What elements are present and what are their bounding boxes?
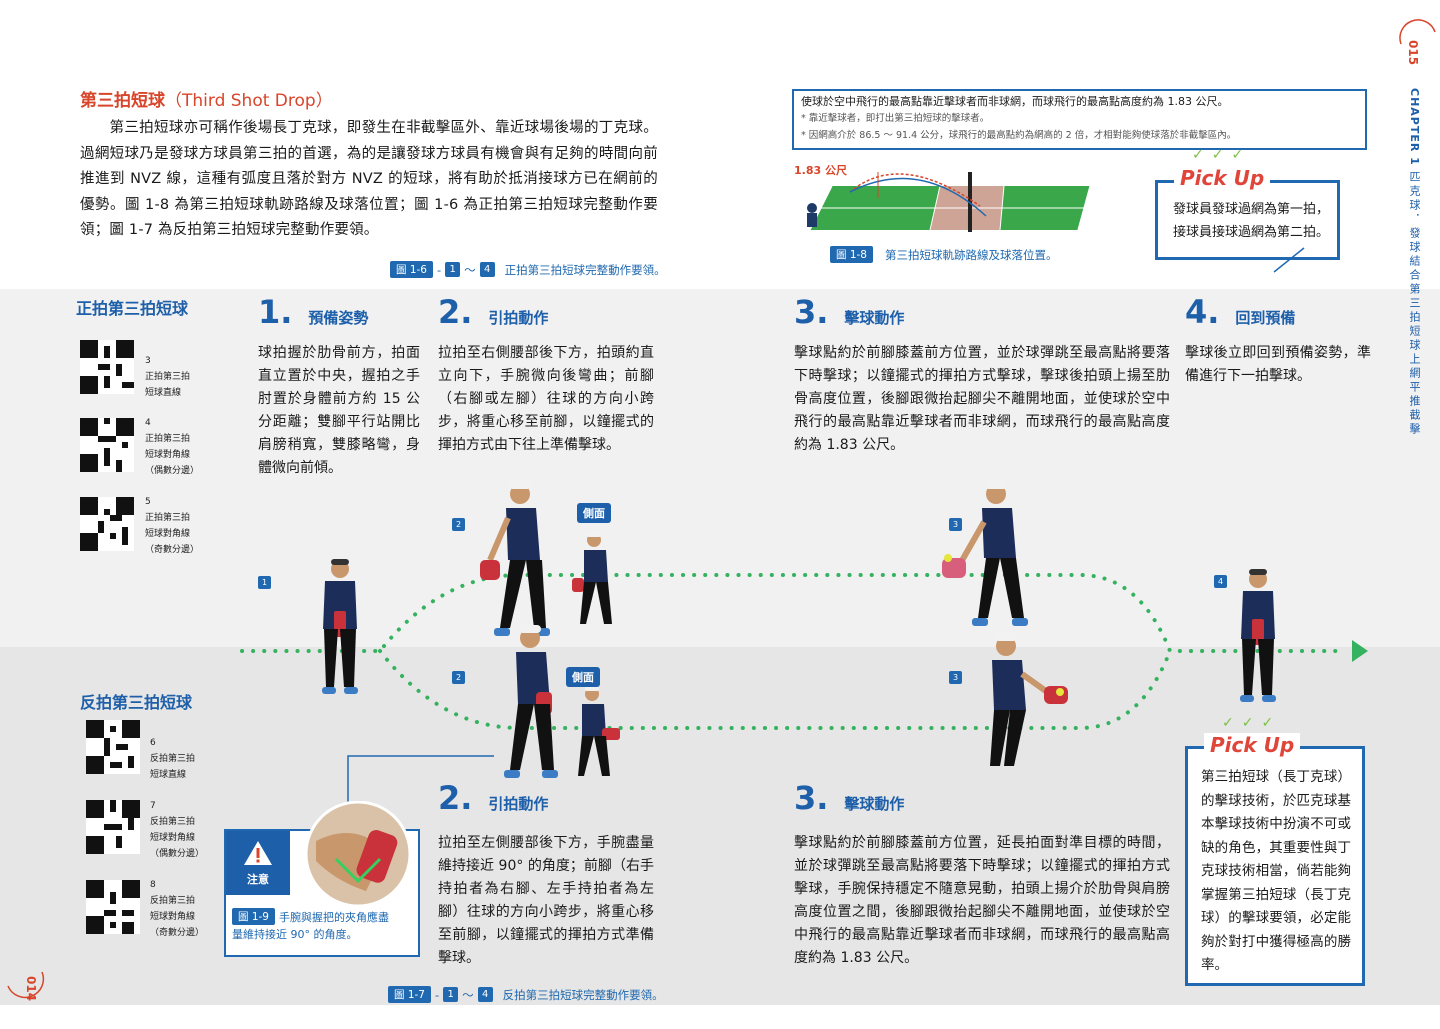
page-number-right: 015 (1406, 40, 1420, 66)
player-fh-side-photo (572, 532, 612, 624)
pickup2-title: Pick Up (1204, 733, 1301, 757)
section-title-cn: 第三拍短球 (80, 91, 165, 111)
backhand-label: 反拍第三拍短球 (80, 693, 193, 712)
player-bh-backswing-photo (504, 625, 558, 778)
photo-number-tag: 1 (258, 576, 271, 589)
qr-code-icon (86, 800, 140, 854)
player-ready-photo (322, 559, 358, 694)
pickup2-checks-icon: ✓✓✓ (1222, 715, 1282, 731)
forehand-label: 正拍第三拍短球 (76, 299, 189, 318)
qr-code-icon (86, 720, 140, 774)
bh-step-2: 2.引拍動作 拉拍至左側腰部後下方，手腕盡量維持接近 90° 的角度；前腳（右手… (438, 779, 654, 966)
fh-step-1: 1.預備姿勢 球拍握於肋骨前方，拍面直立置於中央，握拍之手肘置於身體前方約 15… (258, 293, 420, 476)
photo-number-tag: 3 (949, 518, 962, 531)
qr-code-icon (80, 340, 134, 394)
height-label: 1.83 公尺 (794, 164, 847, 177)
player-return-ready-photo (1240, 569, 1276, 702)
fig19-caption-2: 量維持接近 90° 的角度。 (232, 928, 358, 941)
qr-code-icon (80, 418, 134, 472)
qr-code-icon (86, 880, 140, 934)
player-fh-backswing-photo (480, 481, 550, 636)
forehand-band (0, 289, 1440, 647)
player-fh-contact-photo (942, 481, 1028, 626)
pickup2-body: 第三拍短球（長丁克球）的擊球技術，於匹克球基本擊球技術中扮演不可或缺的角色，其重… (1201, 769, 1351, 973)
fig18-caption: 圖 1-8 第三拍短球軌跡路線及球落位置。 (830, 246, 1058, 263)
player-bh-contact-photo (990, 633, 1068, 766)
fh-step-2: 2.引拍動作 拉拍至右側腰部後下方，拍頭約直立向下，手腕微向後彎曲；前腳（右腳或… (438, 293, 654, 453)
qr-code-icon (80, 497, 134, 551)
page-corner-arc (7, 971, 45, 999)
fh-step-4: 4.回到預備 擊球後立即回到預備姿勢，準備進行下一拍擊球。 (1185, 293, 1371, 384)
fig17-caption: 圖 1-7 - 1～4 反拍第三拍短球完整動作要領。 (388, 986, 664, 1003)
pickup1-arrow-icon (1273, 247, 1305, 273)
chapter-sidebar: CHAPTER 1 匹克球．發球結合第三拍短球上網平推截擊 (1408, 88, 1421, 437)
fig16-caption: 圖 1-6 - 1～4 正拍第三拍短球完整動作要領。 (390, 261, 666, 278)
page-number-left: 014 (24, 976, 38, 1002)
caution-panel: 注意 (226, 831, 290, 895)
pickup1-body: 發球員發球過網為第一拍， 接球員接球過網為第二拍。 (1172, 202, 1329, 240)
side-view-tag: 側面 (577, 503, 611, 523)
page-corner-arc (1399, 19, 1436, 45)
photo-number-tag: 2 (452, 671, 465, 684)
info-box: 使球於空中飛行的最高點靠近擊球者而非球網，而球飛行的最高點高度約為 1.83 公… (792, 89, 1367, 150)
intro-paragraph: 第三拍短球亦可稱作後場長丁克球，即發生在非截擊區外、靠近球場後場的丁克球。過網短… (80, 120, 658, 238)
fh-step-3: 3.擊球動作 擊球點約於前腳膝蓋前方位置，並於球彈跳至最高點將要落下時擊球；以鐘… (794, 293, 1170, 453)
pickup2-box (1185, 746, 1365, 986)
side-view-tag: 側面 (566, 667, 600, 687)
photo-number-tag: 3 (949, 671, 962, 684)
pickup1-checks-icon: ✓✓✓ (1192, 147, 1252, 163)
bh-step-3: 3.擊球動作 擊球點約於前腳膝蓋前方位置，延長拍面對準目標的時間，並於球彈跳至最… (794, 779, 1170, 966)
pickup1-title: Pick Up (1174, 166, 1271, 190)
player-bh-side-photo (578, 686, 620, 776)
warning-icon (244, 841, 272, 865)
wrist-grip-photo (304, 801, 412, 907)
photo-number-tag: 2 (452, 518, 465, 531)
section-title: 第三拍短球（Third Shot Drop） (80, 86, 333, 111)
caution-box: 注意 圖 1-9 手腕與握把的夾角應盡 量維持接近 90° 的角度。 (224, 801, 420, 957)
fig19-caption: 圖 1-9 手腕與握把的夾角應盡 (232, 908, 389, 925)
section-title-en: （Third Shot Drop） (165, 91, 333, 111)
fig16-tag: 圖 1-6 (390, 261, 433, 278)
photo-number-tag: 4 (1214, 575, 1227, 588)
court-diagram (807, 172, 1091, 232)
